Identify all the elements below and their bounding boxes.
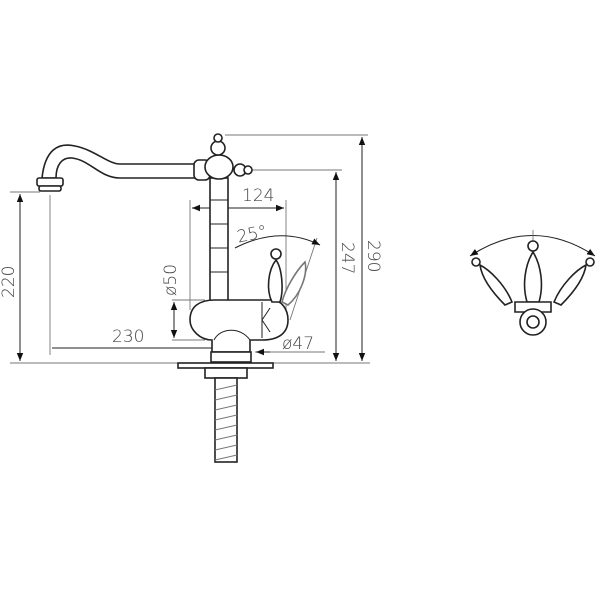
dimension-angle-label: 25° — [235, 222, 269, 248]
extension-lines — [10, 134, 370, 364]
dimension-lines — [16, 137, 366, 361]
dimension-o47-label: ø47 — [282, 334, 314, 354]
dimension-290-label: 290 — [363, 240, 383, 272]
dimension-124-label: 124 — [242, 186, 274, 206]
dimension-247-label: 247 — [337, 242, 357, 274]
dimension-230-label: 230 — [112, 327, 144, 347]
dimension-220-label: 220 — [0, 266, 19, 298]
dimension-o50-label: ø50 — [161, 264, 181, 296]
faucet-side-view — [469, 230, 596, 336]
faucet-front-view — [36, 133, 307, 463]
